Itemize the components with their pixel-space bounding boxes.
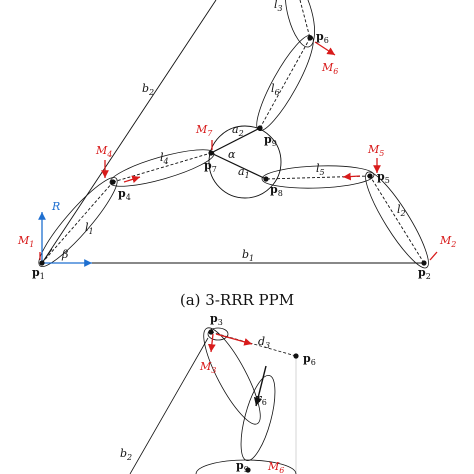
link-l1 [41,181,114,264]
label-p1: p1 [32,266,45,281]
base-b2-line [41,0,217,264]
label-a1: a1 [238,165,250,180]
label-p8: p8 [270,183,283,198]
label-l1: l1 [85,221,94,236]
joint-p7-dot [208,150,214,156]
label-b2: b2 [142,82,154,97]
platform-a2 [210,127,261,154]
label-b1: b1 [242,248,254,263]
label-p5: p5 [377,170,390,185]
label-a2: a2 [232,123,244,138]
arrow-m6 [314,41,336,56]
label-m5: M5 [367,143,384,158]
link-l2 [369,175,425,264]
label-b-p6: p6 [303,352,316,367]
arrow-b-r6 [253,365,267,407]
label-r: R [51,200,60,213]
label-l4: l4 [160,151,169,166]
ellipse-b-upper [203,327,261,425]
label-l6: l6 [271,82,280,97]
joint-p4-dot [110,179,116,185]
platform-circle [208,125,282,199]
label-p2: p2 [418,266,431,281]
label-p4: p4 [118,187,131,202]
label-b-p3: p3 [210,312,223,327]
label-p7: p7 [204,159,217,174]
ellipse-b-bottom [195,459,297,474]
label-alpha: α [228,148,236,161]
joint-p6-dot [307,35,313,41]
label-m2: M2 [439,234,456,249]
label-b-r6: r6 [256,392,267,407]
label-p9: p9 [264,133,277,148]
label-m4: M4 [95,144,112,159]
joint-p2-dot [421,260,427,266]
ellipse-l2 [365,171,429,269]
base-b2-line-b [129,337,209,474]
label-b-p9: p9 [236,459,249,474]
ellipse-l3 [285,0,315,48]
beta-ray [41,248,53,264]
link-l3 [299,0,311,39]
arrow-m4-b [123,175,141,184]
platform-a1 [210,152,267,180]
label-b-m3: M3 [199,360,216,375]
ellipse-l1 [38,177,118,267]
arrow-m5-b [342,172,361,181]
joint-b-p9-dot [245,467,251,473]
link-l6 [259,37,311,129]
label-l5: l5 [316,162,325,177]
label-m7: M7 [195,123,213,138]
figure-b: p3 p6 p9 d3 r6 M3 M6 b2 [120,312,316,474]
figure-a: b1 b2 l1 l2 l3 l4 l5 l6 a1 a2 α β R M1 M… [17,0,456,309]
joint-p5-dot [367,173,373,179]
joint-p9-dot [257,125,263,131]
joint-b-p3-dot [208,329,214,335]
arrow-m2 [429,251,438,261]
joint-p8-dot [263,176,269,182]
ellipse-b-p3 [207,327,229,341]
joint-b-p6-dot [293,353,299,359]
arrow-b-m3-h [215,333,253,346]
label-l3: l3 [274,0,283,13]
label-l2: l2 [397,203,406,218]
ellipse-b-r6 [240,374,276,462]
link-l4 [112,152,212,183]
label-m6: M6 [321,61,338,76]
ellipse-l5 [261,165,375,189]
arrow-b-m3-v [207,333,216,353]
label-p6: p6 [316,30,329,45]
caption-a: (a) 3-RRR PPM [180,291,294,309]
label-b-b2: b2 [120,447,132,462]
label-beta: β [61,248,68,261]
ellipse-l4 [109,149,215,187]
label-b-m6: M6 [267,460,284,474]
label-m1: M1 [17,234,34,249]
joint-p1-dot [39,260,45,266]
label-b-d3: d3 [258,335,270,350]
